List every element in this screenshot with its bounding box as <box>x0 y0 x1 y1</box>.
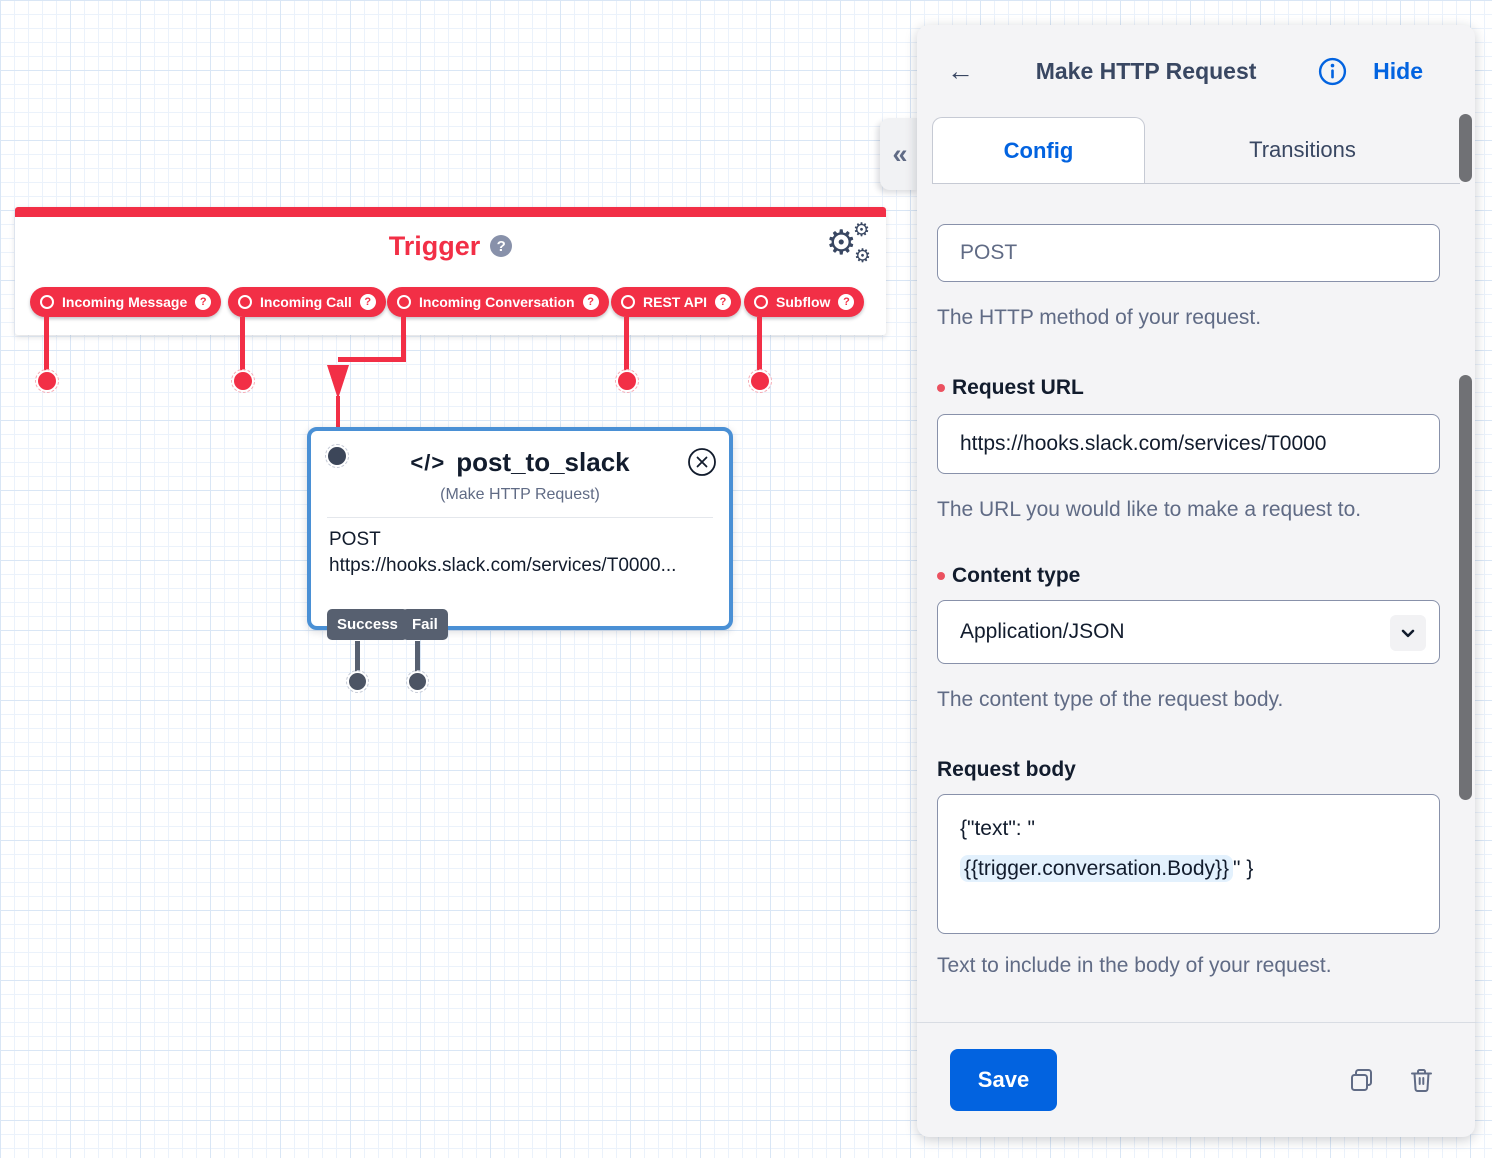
connection-line-vertical <box>401 317 406 362</box>
connector-line <box>44 317 49 372</box>
info-icon[interactable] <box>1318 57 1347 86</box>
connector-dot-incoming-message[interactable] <box>35 369 59 393</box>
trigger-title: Trigger <box>388 230 481 261</box>
required-dot <box>937 384 945 392</box>
connection-line-horizontal <box>338 357 406 362</box>
request-url-help-text: The URL you would like to make a request… <box>937 498 1362 521</box>
copy-icon[interactable] <box>1348 1067 1375 1094</box>
trigger-pill-rest-api[interactable]: REST API ? <box>611 287 742 317</box>
connector-line <box>355 641 360 673</box>
trigger-red-bar <box>15 207 886 217</box>
chevron-down-icon[interactable] <box>1390 615 1426 651</box>
help-icon[interactable]: ? <box>195 294 212 310</box>
help-icon[interactable]: ? <box>582 294 599 310</box>
request-body-help-text: Text to include in the body of your requ… <box>937 954 1332 977</box>
trigger-pill-incoming-conversation[interactable]: Incoming Conversation ? <box>387 287 609 317</box>
trigger-widget[interactable]: Trigger ? ⚙⚙⚙ Incoming Message ? Incomin… <box>15 207 886 335</box>
transition-tag-success[interactable]: Success <box>327 609 408 640</box>
inspector-panel: ← Make HTTP Request Hide Config Transiti… <box>917 25 1475 1137</box>
content-type-label: Content type <box>937 564 1440 588</box>
widget-name: post_to_slack <box>456 447 630 477</box>
deselect-icon[interactable] <box>687 447 717 477</box>
template-variable-highlight: {{trigger.conversation.Body}} <box>960 855 1234 882</box>
connector-circle-icon <box>754 295 768 309</box>
delete-icon[interactable] <box>1408 1067 1435 1094</box>
trigger-help-icon[interactable]: ? <box>490 235 513 257</box>
connector-dot-fail[interactable] <box>406 670 429 693</box>
content-type-select[interactable]: Application/JSON <box>937 600 1440 664</box>
required-dot <box>937 572 945 580</box>
gear-icon[interactable]: ⚙⚙⚙ <box>826 220 871 267</box>
widget-type-label: (Make HTTP Request) <box>440 486 600 503</box>
connector-line <box>415 641 420 673</box>
connector-circle-icon <box>621 295 635 309</box>
connector-line <box>624 317 629 372</box>
hide-link[interactable]: Hide <box>1373 57 1423 84</box>
connector-line <box>757 317 762 372</box>
tab-transitions[interactable]: Transitions <box>1249 137 1356 162</box>
panel-title: Make HTTP Request <box>1035 57 1257 84</box>
connector-circle-icon <box>397 295 411 309</box>
trigger-pill-incoming-call[interactable]: Incoming Call ? <box>228 287 386 317</box>
request-url-label: Request URL <box>937 376 1440 400</box>
back-arrow-icon[interactable]: ← <box>947 55 974 86</box>
tab-config[interactable]: Config <box>932 117 1145 183</box>
divider <box>327 517 713 518</box>
panel-collapse-button[interactable]: « <box>880 118 920 190</box>
trigger-pill-incoming-message[interactable]: Incoming Message ? <box>30 287 222 317</box>
widget-input-dot[interactable] <box>325 444 349 468</box>
widget-url: https://hooks.slack.com/services/T0000..… <box>329 555 677 576</box>
content-type-help-text: The content type of the request body. <box>937 688 1284 711</box>
code-icon: </> <box>410 449 446 475</box>
scrollbar-thumb[interactable] <box>1459 375 1472 800</box>
request-url-input[interactable]: https://hooks.slack.com/services/T0000 <box>937 414 1440 474</box>
http-method-field[interactable]: POST <box>937 224 1440 282</box>
chevron-double-left-icon: « <box>892 138 908 169</box>
request-body-label: Request body <box>937 758 1076 781</box>
connector-dot-success[interactable] <box>346 670 369 693</box>
transition-tag-fail[interactable]: Fail <box>402 609 448 640</box>
connector-circle-icon <box>40 295 54 309</box>
panel-footer: Save <box>917 1022 1475 1137</box>
http-method-help-text: The HTTP method of your request. <box>937 306 1262 329</box>
panel-header: ← Make HTTP Request Hide <box>917 25 1475 117</box>
help-icon[interactable]: ? <box>838 294 855 310</box>
help-icon[interactable]: ? <box>359 294 376 310</box>
connector-circle-icon <box>238 295 252 309</box>
widget-post-to-slack[interactable]: </> post_to_slack (Make HTTP Request) PO… <box>307 427 733 640</box>
connector-dot-rest-api[interactable] <box>615 369 639 393</box>
scrollbar-thumb[interactable] <box>1459 114 1472 182</box>
request-body-textarea[interactable]: {"text": " {{trigger.conversation.Body}}… <box>937 794 1440 934</box>
connector-dot-subflow[interactable] <box>748 369 772 393</box>
connector-dot-incoming-call[interactable] <box>231 369 255 393</box>
config-form: POST The HTTP method of your request. Re… <box>917 184 1475 1022</box>
tab-bar: Config Transitions <box>932 117 1460 184</box>
help-icon[interactable]: ? <box>715 294 732 310</box>
save-button[interactable]: Save <box>950 1049 1057 1111</box>
connector-line <box>240 317 245 372</box>
trigger-pill-subflow[interactable]: Subflow ? <box>744 287 865 317</box>
widget-method: POST <box>329 529 381 550</box>
connection-line-tail <box>336 396 340 432</box>
connection-arrowhead <box>327 365 349 399</box>
